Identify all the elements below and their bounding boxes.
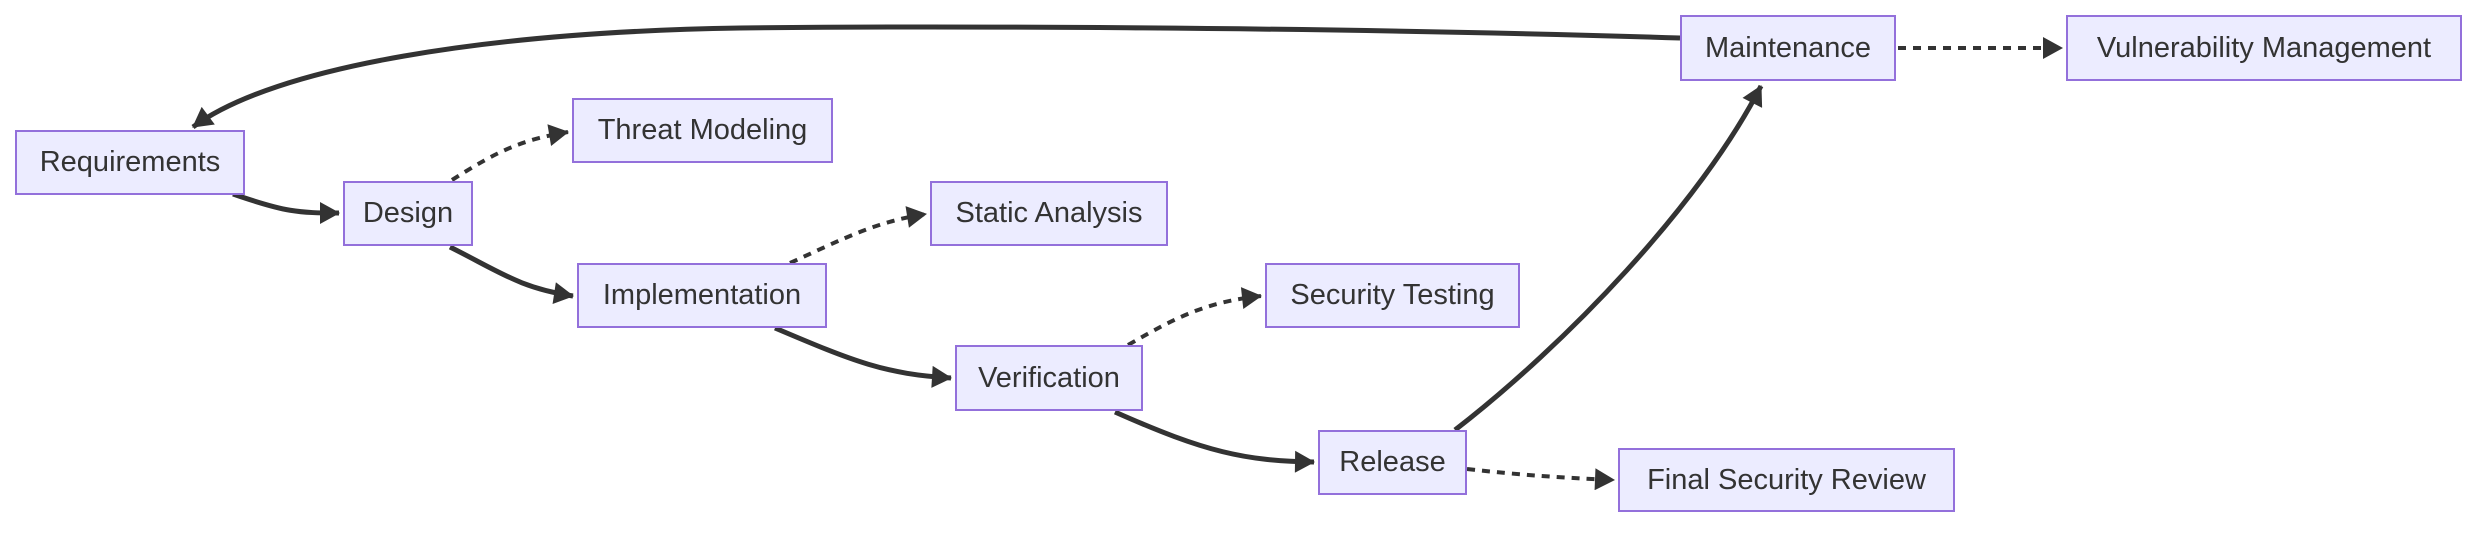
node-verification: Verification [955,345,1143,411]
node-requirements: Requirements [15,130,245,195]
edge-release-final-security-review [1466,467,1615,491]
node-design: Design [343,181,473,246]
node-security-testing: Security Testing [1265,263,1520,328]
node-final-security-review-label: Final Security Review [1647,463,1926,496]
node-security-testing-label: Security Testing [1290,279,1495,311]
edge-design-threat-modeling [450,124,569,182]
edge-implementation-static-analysis [789,206,927,265]
edge-design-implementation [448,244,574,305]
node-final-security-review: Final Security Review [1618,448,1955,512]
node-release: Release [1318,430,1467,495]
edge-maintenance-requirements [191,24,1681,130]
node-release-label: Release [1339,446,1446,478]
node-requirements-label: Requirements [39,146,221,178]
edge-verification-security-testing [1127,287,1262,347]
node-threat-modeling: Threat Modeling [572,98,833,163]
edge-implementation-verification [774,325,952,388]
node-design-label: Design [362,197,454,229]
node-maintenance: Maintenance [1680,15,1896,81]
edge-release-maintenance [1453,84,1764,432]
node-vulnerability-management-label: Vulnerability Management [2096,31,2432,64]
node-vulnerability-management: Vulnerability Management [2066,15,2462,81]
node-verification-label: Verification [978,361,1120,394]
node-implementation: Implementation [577,263,827,328]
node-implementation-label: Implementation [602,279,802,311]
edge-verification-release [1113,409,1315,473]
node-static-analysis: Static Analysis [930,181,1168,246]
node-maintenance-label: Maintenance [1704,31,1872,64]
edge-requirements-design [232,191,340,224]
node-static-analysis-label: Static Analysis [955,197,1143,229]
node-threat-modeling-label: Threat Modeling [597,114,808,146]
